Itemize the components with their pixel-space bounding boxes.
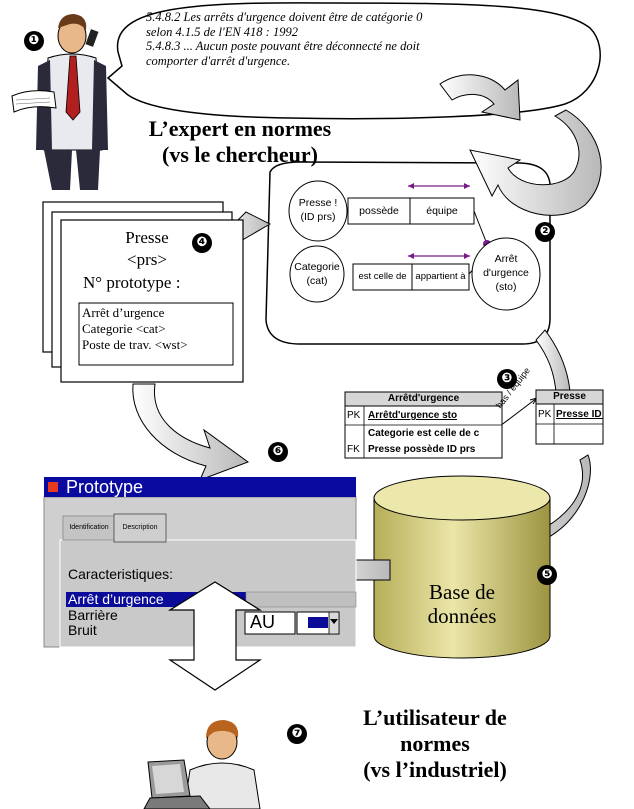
entity-presse-id: (ID prs) (300, 211, 336, 223)
entity-arret-line-3: (sto) (495, 281, 517, 293)
er-table1-row1-key: PK (347, 410, 361, 421)
entity-arret: Arrêt d'urgence (sto) (474, 252, 538, 294)
quote-line-2: selon 4.1.5 de l'EN 418 : 1992 (146, 24, 298, 39)
list-item-bruit[interactable]: Bruit (68, 622, 97, 638)
er-table1-title: Arrêtd'urgence (387, 393, 460, 404)
step-badge-4: ❹ (192, 233, 212, 253)
expert-heading-line-2: (vs le chercheur) (162, 142, 318, 167)
user-heading-line-1: L’utilisateur de (363, 705, 507, 730)
step-badge-3: ❸ (497, 369, 517, 389)
expert-heading-line-1: L’expert en normes (148, 116, 332, 141)
step-badge-2: ❷ (535, 222, 555, 242)
standard-quote: 5.4.8.2 Les arrêts d'urgence doivent êtr… (146, 10, 576, 68)
er-table1-row1-text: Arrêtd'urgence sto (368, 410, 458, 421)
document-field: N° prototype : (83, 273, 181, 292)
entity-categorie-name: Categorie (294, 261, 340, 273)
expert-heading: L’expert en normes (vs le chercheur) (120, 116, 360, 168)
er-table1-row2-text: Categorie est celle de c (368, 428, 480, 439)
step-badge-7: ❼ (287, 724, 307, 744)
user-heading: L’utilisateur de normes (vs l’industriel… (320, 705, 550, 783)
entity-arret-line-1: Arrêt (494, 253, 518, 265)
quote-line-4: comporter d'arrêt d'urgence. (146, 53, 291, 68)
database-cylinder (373, 475, 551, 659)
expert-person-icon (11, 14, 108, 190)
tab-identification[interactable]: Identification (69, 524, 109, 531)
double-arrow-user (167, 581, 263, 691)
value-field[interactable]: AU (250, 612, 276, 632)
document-title: Presse (125, 228, 169, 247)
entity-categorie: Categorie (cat) (290, 260, 344, 288)
relation-est-celle-de: est celle de (358, 271, 407, 282)
curved-arrow-top (439, 74, 602, 216)
relation-appartient-a: appartient à (415, 271, 466, 282)
document-stack (42, 201, 244, 383)
document-list: Arrêt d’urgence Categorie <cat> Poste de… (82, 305, 232, 353)
user-heading-line-2: normes (400, 731, 470, 756)
window-title: Prototype (66, 477, 144, 497)
er-table2-row1-text: Presse ID prs (556, 409, 603, 420)
list-item-barriere[interactable]: Barrière (68, 607, 118, 623)
er-table1-row3-text: Presse possède ID prs (368, 444, 476, 455)
database-label: Base de données (384, 580, 540, 628)
user-person-icon (143, 720, 261, 809)
relation-equipe: équipe (426, 205, 458, 217)
document-page: Presse <prs> N° prototype : (79, 228, 239, 293)
er-table2-row1-key: PK (538, 409, 552, 420)
quote-line-1: 5.4.8.2 Les arrêts d'urgence doivent êtr… (146, 10, 423, 24)
document-code: <prs> (127, 250, 167, 269)
model-shapes (288, 180, 541, 311)
step-badge-6: ❻ (268, 442, 288, 462)
entity-presse-name: Presse ! (298, 197, 338, 209)
step-badge-1: ❶ (24, 31, 44, 51)
database-label-line-1: Base de (429, 580, 495, 604)
document-line-arret: Arrêt d’urgence (82, 305, 165, 320)
step-badge-5: ❺ (537, 565, 557, 585)
er-tables (344, 389, 604, 459)
entity-categorie-id: (cat) (306, 275, 328, 287)
er-table1-row3-key: FK (347, 444, 360, 455)
document-line-categorie: Categorie <cat> (82, 321, 166, 336)
database-label-line-2: données (427, 604, 497, 628)
chevron-down-icon[interactable] (330, 619, 338, 624)
document-line-poste: Poste de trav. <wst> (82, 337, 188, 352)
tab-description[interactable]: Description (122, 524, 158, 531)
entity-presse: Presse ! (ID prs) (289, 196, 347, 224)
level-select[interactable]: 0 (298, 613, 307, 630)
characteristics-label: Caracteristiques: (68, 566, 174, 582)
relation-possede: possède (359, 205, 399, 217)
entity-arret-line-2: d'urgence (483, 267, 529, 279)
user-heading-line-3: (vs l’industriel) (363, 757, 507, 782)
quote-line-3: 5.4.8.3 ... Aucun poste pouvant être déc… (146, 39, 420, 53)
arrow-doc-to-window (132, 383, 250, 481)
er-table2-title: Presse (553, 391, 586, 402)
list-item-arret[interactable]: Arrêt d’urgence (68, 591, 164, 607)
